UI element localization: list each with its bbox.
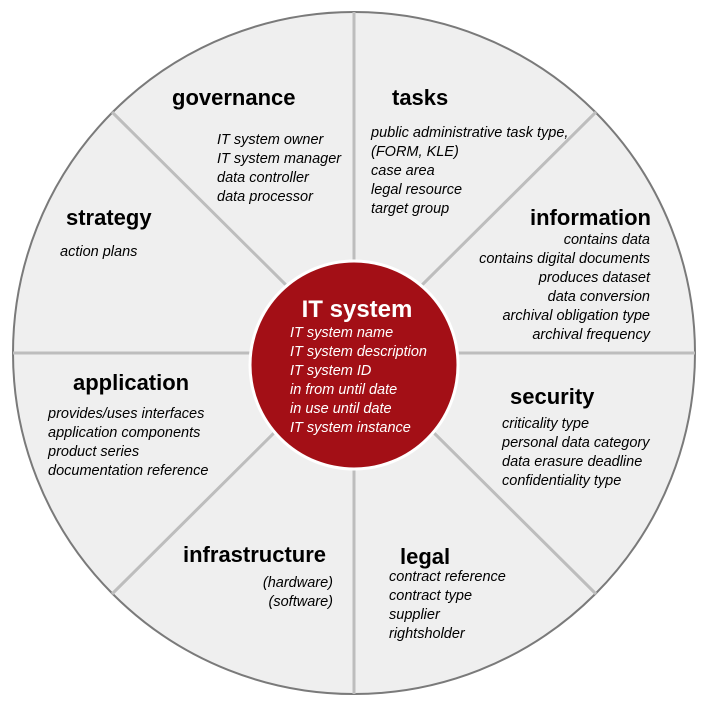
section-legal: legal <box>400 544 450 570</box>
list-item: archival obligation type <box>502 308 650 324</box>
section-title: strategy <box>66 205 152 230</box>
list-item: action plans <box>60 244 138 260</box>
list-item: contains data <box>563 232 650 248</box>
list-item: public administrative task type, <box>371 125 569 141</box>
divider-bottom-left <box>110 417 290 596</box>
section-title: legal <box>400 544 451 569</box>
section-title: tasks <box>392 85 449 110</box>
divider-bottom-right <box>418 417 598 596</box>
list-item: legal resource <box>371 182 463 198</box>
section-tasks-items: public administrative task type, (FORM, … <box>371 124 568 219</box>
section-infrastructure: infrastructure <box>183 542 326 568</box>
section-title: infrastructure <box>183 542 327 567</box>
list-item: (hardware) <box>262 575 333 591</box>
list-item: personal data category <box>502 435 650 451</box>
section-application-items: provides/uses interfaces application com… <box>48 405 208 481</box>
section-information: information contains data contains digit… <box>479 205 651 345</box>
list-item: provides/uses interfaces <box>48 406 205 422</box>
section-strategy: strategy action plans <box>60 205 152 262</box>
list-item: case area <box>371 163 435 179</box>
section-application: application <box>73 370 189 396</box>
center-circle <box>248 259 460 471</box>
list-item: supplier <box>389 607 440 623</box>
list-item: criticality type <box>502 416 590 432</box>
list-item: (software) <box>268 594 333 610</box>
section-legal-items: contract reference contract type supplie… <box>389 568 506 644</box>
list-item: data conversion <box>547 289 650 305</box>
section-governance: governance <box>172 85 296 111</box>
list-item: (FORM, KLE) <box>371 144 459 160</box>
list-item: produces dataset <box>538 270 650 286</box>
section-title: security <box>510 384 595 409</box>
list-item: documentation reference <box>48 463 209 479</box>
list-item: application components <box>48 425 201 441</box>
list-item: contract type <box>389 588 473 604</box>
section-title: application <box>73 370 190 395</box>
center-item: in from until date <box>290 382 398 398</box>
list-item: data controller <box>217 170 309 186</box>
list-item: IT system manager <box>217 151 342 167</box>
section-security-items: criticality type personal data category … <box>502 415 650 491</box>
section-security: security <box>510 384 594 410</box>
list-item: target group <box>371 201 450 217</box>
divider-top-right <box>418 110 598 289</box>
list-item: contains digital documents <box>479 251 650 267</box>
divider-lines <box>13 12 695 694</box>
section-title: information <box>530 205 651 230</box>
center-item: IT system name <box>290 325 394 341</box>
center-item: IT system ID <box>290 363 372 379</box>
section-governance-items: IT system owner IT system manager data c… <box>217 131 341 207</box>
center-it-system: IT system IT system name IT system descr… <box>262 296 452 438</box>
center-item: IT system instance <box>290 420 411 436</box>
list-item: data processor <box>217 189 313 205</box>
divider-top-left <box>110 110 290 289</box>
center-item: IT system description <box>290 344 427 360</box>
list-item: data erasure deadline <box>502 454 643 470</box>
list-item: IT system owner <box>217 132 324 148</box>
section-title: governance <box>172 85 296 110</box>
section-tasks: tasks <box>392 85 448 111</box>
center-item: in use until date <box>290 401 392 417</box>
list-item: archival frequency <box>532 327 650 343</box>
list-item: contract reference <box>389 569 506 585</box>
list-item: product series <box>48 444 140 460</box>
section-infrastructure-items: (hardware) (software) <box>263 574 333 612</box>
center-title: IT system <box>301 296 413 323</box>
list-item: confidentiality type <box>502 473 622 489</box>
list-item: rightsholder <box>389 626 465 642</box>
center-items: IT system name IT system description IT … <box>262 324 452 438</box>
